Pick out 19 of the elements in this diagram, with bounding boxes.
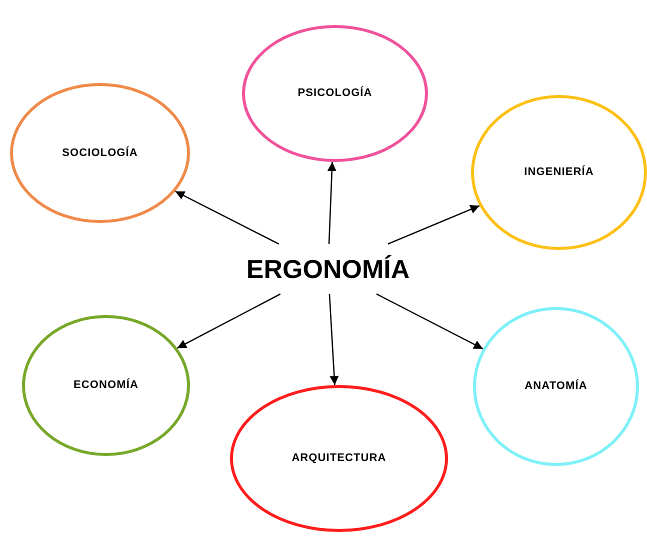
arrow: [327, 162, 336, 244]
ellipse-node: [471, 95, 647, 250]
node-label: ARQUITECTURA: [292, 451, 386, 466]
arrow: [176, 293, 281, 349]
ellipse-node: [242, 25, 428, 162]
ellipse-node: [10, 83, 190, 223]
node-label: SOCIOLOGÍA: [62, 145, 138, 161]
title-text: ERGONOMÍA: [246, 252, 410, 286]
arrow: [376, 293, 484, 350]
arrow: [175, 190, 280, 245]
node-label: PSICOLOGÍA: [298, 85, 372, 102]
ellipse-node: [230, 385, 448, 532]
arrow: [328, 294, 339, 386]
arrow: [388, 205, 480, 245]
ellipse-node: [22, 315, 190, 456]
ellipse-node: [473, 307, 639, 466]
node-label: ECONOMÍA: [74, 377, 138, 394]
node-label: ANATOMÍA: [524, 378, 588, 394]
node-label: INGENIERÍA: [524, 164, 594, 180]
